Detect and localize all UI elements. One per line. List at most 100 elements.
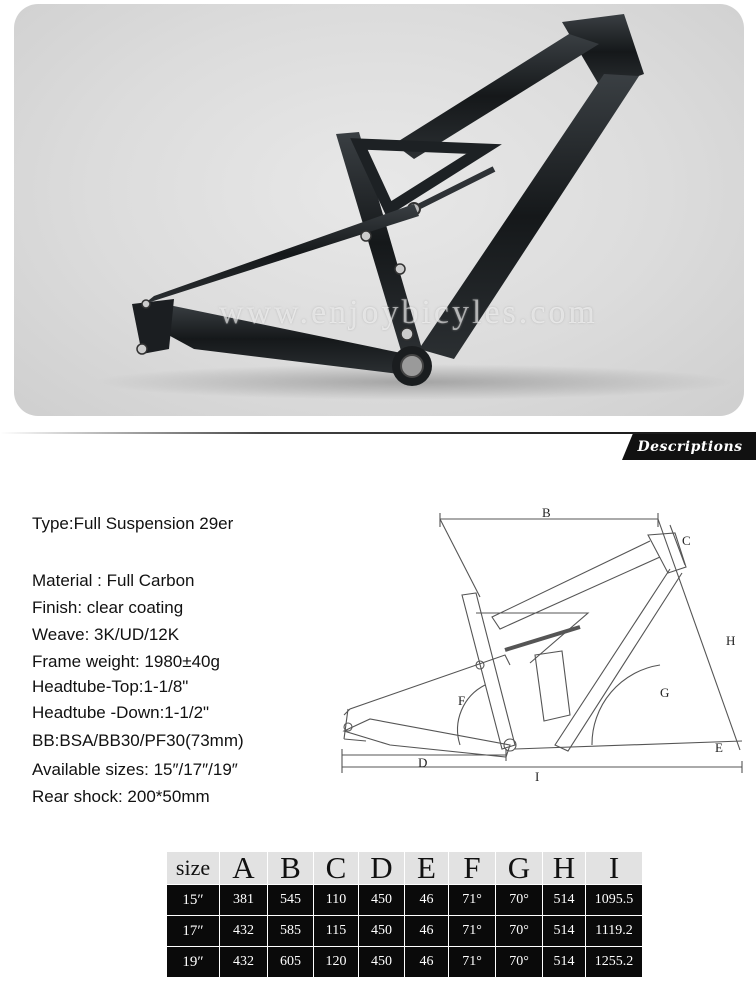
table-header-cell: size [166, 851, 220, 885]
pivot-bolt [136, 343, 148, 355]
table-cell: 46 [404, 884, 449, 916]
table-cell: 70° [495, 946, 543, 978]
diagram-label-g: G [660, 685, 669, 700]
pivot-bolt [400, 327, 414, 341]
pivot-bolt [394, 263, 406, 275]
spec-frame-weight: Frame weight: 1980±40g [32, 652, 220, 671]
frame-outline [554, 568, 683, 752]
frame-outline [647, 532, 687, 574]
dimension-line-d [341, 749, 507, 761]
angle-arc-g [591, 664, 661, 746]
diagram-label-d: D [418, 755, 427, 770]
diagram-label-i: I [535, 769, 539, 784]
dimension-line-c [669, 524, 686, 566]
dimension-line-e [514, 740, 743, 750]
table-header-cell: D [358, 851, 405, 885]
top-tube [394, 34, 599, 159]
table-cell: 70° [495, 884, 543, 916]
frame-outline [342, 718, 511, 758]
table-cell: 450 [358, 884, 405, 916]
table-cell: 450 [358, 946, 405, 978]
table-cell: 514 [542, 884, 586, 916]
head-tube [562, 14, 644, 90]
table-cell: 1119.2 [585, 915, 643, 947]
table-header-cell: G [495, 851, 543, 885]
frame-outline [491, 540, 661, 630]
table-cell: 432 [219, 915, 268, 947]
geometry-table: size A B C D E F G H I 15″ 381 545 110 4… [166, 851, 643, 978]
spec-headtube-down: Headtube -Down:1-1/2" [32, 703, 210, 722]
seat-brace [350, 138, 502, 217]
table-cell: 381 [219, 884, 268, 916]
spec-finish: Finish: clear coating [32, 598, 184, 617]
table-cell: 585 [267, 915, 314, 947]
table-header-cell: B [267, 851, 314, 885]
spec-type: Type:Full Suspension 29er [32, 514, 234, 533]
table-cell: 70° [495, 915, 543, 947]
table-cell: 605 [267, 946, 314, 978]
table-cell: 71° [448, 946, 496, 978]
spec-rear-shock: Rear shock: 200*50mm [32, 787, 210, 806]
bottle-outline [534, 650, 571, 722]
seat-stay [144, 204, 419, 304]
section-divider [0, 432, 756, 434]
spec-material: Material : Full Carbon [32, 571, 195, 590]
diagram-label-e: E [715, 740, 723, 755]
carbon-frame-illustration [94, 14, 734, 400]
frame-outline [343, 708, 367, 742]
dimension-line-i [341, 761, 743, 773]
table-cell: 17″ [166, 915, 220, 947]
table-cell: 19″ [166, 946, 220, 978]
table-cell: 514 [542, 915, 586, 947]
pivot-circle [343, 722, 353, 732]
table-cell: 450 [358, 915, 405, 947]
table-row: 17″ 432 585 115 450 46 71° 70° 514 1119.… [166, 915, 643, 947]
geometry-diagram: B C F G H D I E [341, 505, 743, 784]
table-cell: 110 [313, 884, 359, 916]
table-header-cell: F [448, 851, 496, 885]
table-row: 15″ 381 545 110 450 46 71° 70° 514 1095.… [166, 884, 643, 916]
table-header-row: size A B C D E F G H I [166, 851, 643, 885]
bottom-bracket-shell [400, 354, 424, 378]
spec-available-sizes: Available sizes: 15″/17″/19″ [32, 760, 238, 779]
table-cell: 514 [542, 946, 586, 978]
frame-outline [343, 654, 511, 716]
table-cell: 15″ [166, 884, 220, 916]
table-header-cell: I [585, 851, 643, 885]
spec-headtube-top: Headtube-Top:1-1/8" [32, 677, 189, 696]
table-header-cell: H [542, 851, 586, 885]
table-header-cell: A [219, 851, 268, 885]
reference-line [657, 518, 741, 751]
diagram-shock [504, 625, 581, 652]
bb-circle [503, 738, 517, 752]
down-tube [419, 74, 639, 359]
section-tab-label: Descriptions [637, 439, 743, 455]
pivot-circle [475, 660, 485, 670]
table-header-cell: E [404, 851, 449, 885]
table-cell: 46 [404, 915, 449, 947]
table-cell: 1095.5 [585, 884, 643, 916]
frame-outline [461, 592, 516, 750]
watermark-text: www.enjoybicyles.com [219, 294, 598, 331]
rear-shock [412, 166, 496, 212]
rear-dropout [132, 299, 174, 354]
product-photo: www.enjoybicyles.com [14, 4, 744, 416]
table-cell: 46 [404, 946, 449, 978]
table-cell: 115 [313, 915, 359, 947]
chain-stay [139, 304, 406, 374]
diagram-label-b: B [542, 505, 551, 520]
diagram-label-f: F [458, 693, 465, 708]
table-cell: 432 [219, 946, 268, 978]
section-tab [622, 434, 756, 460]
reference-line [439, 518, 481, 598]
frame-outline [476, 612, 590, 664]
diagram-label-h: H [726, 633, 735, 648]
table-cell: 1255.2 [585, 946, 643, 978]
table-cell: 120 [313, 946, 359, 978]
table-cell: 71° [448, 915, 496, 947]
table-cell: 71° [448, 884, 496, 916]
spec-weave: Weave: 3K/UD/12K [32, 625, 180, 644]
angle-arc-f [457, 684, 486, 746]
spec-bottom-bracket: BB:BSA/BB30/PF30(73mm) [32, 731, 244, 750]
seat-tube [336, 132, 422, 354]
